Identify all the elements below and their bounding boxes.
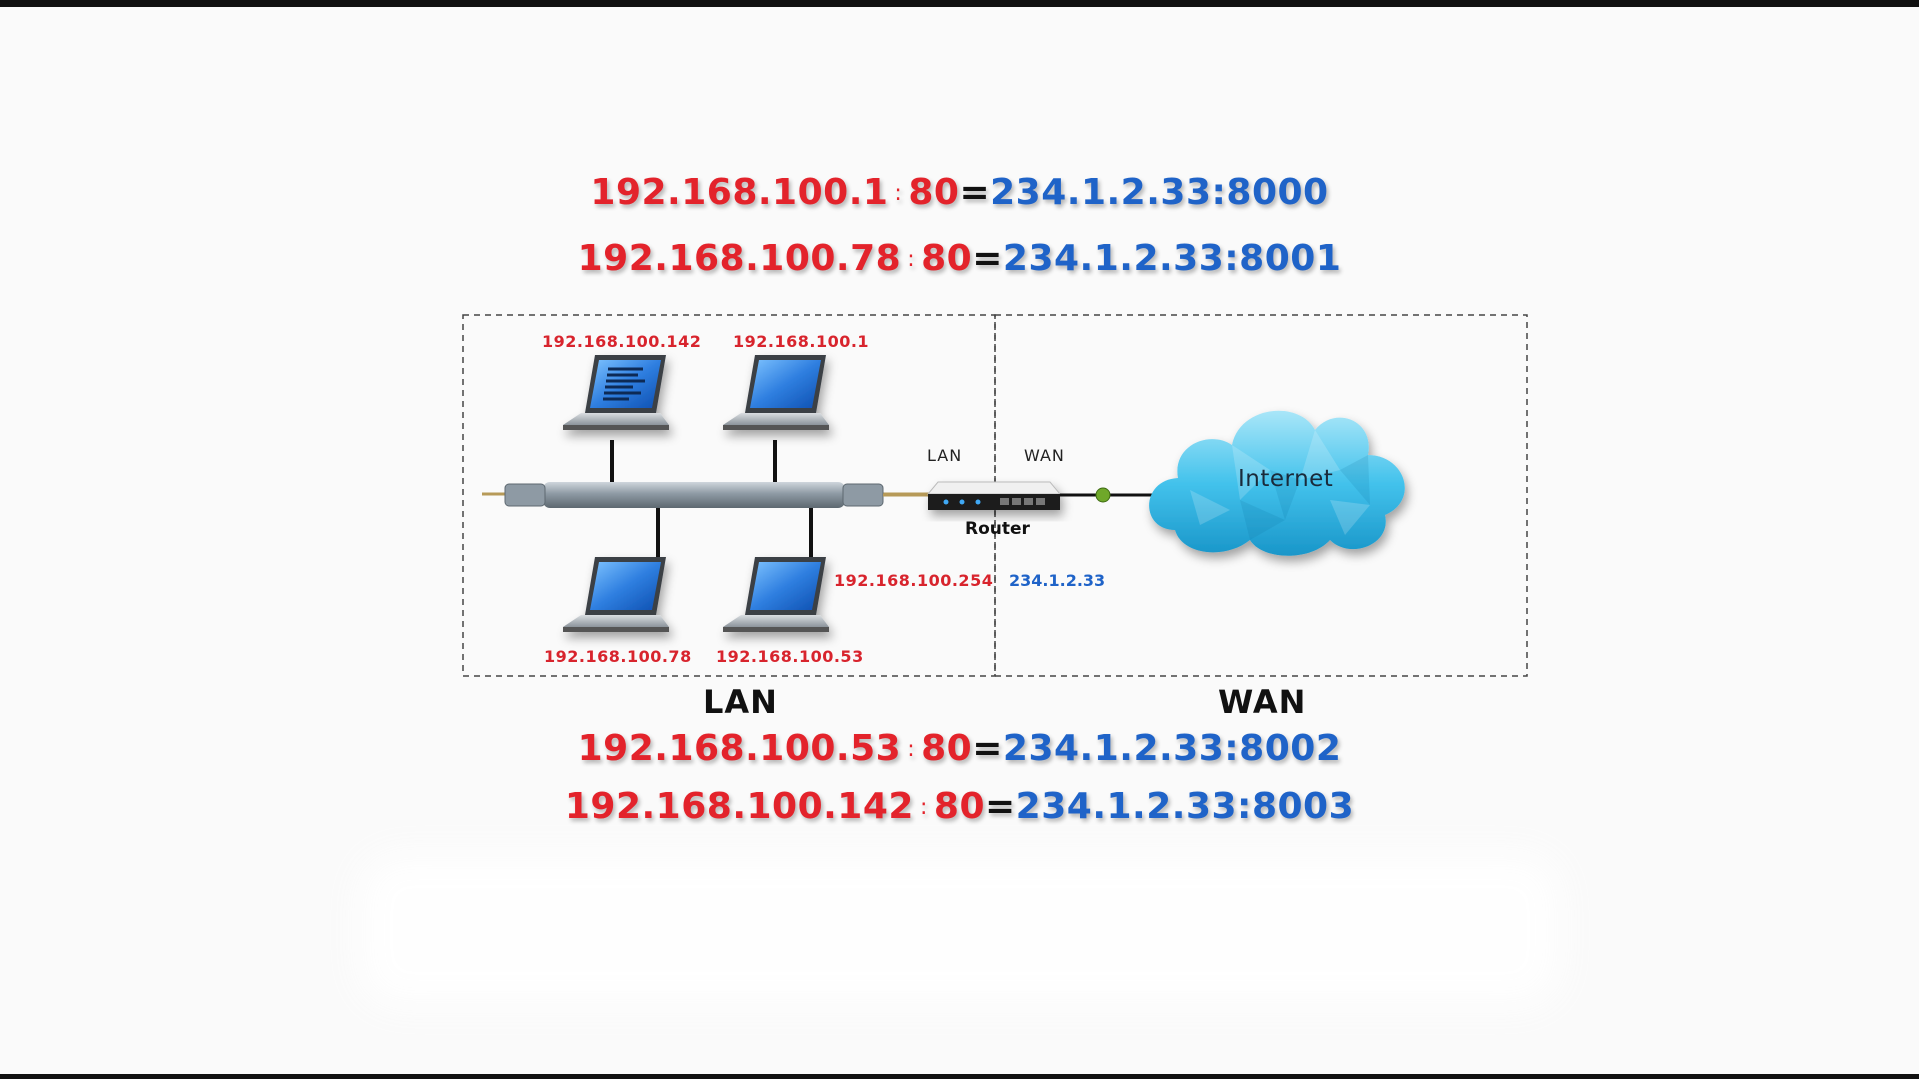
private-ip: 192.168.100.142 (564, 786, 914, 827)
separator: : (907, 247, 916, 272)
wan-link-node (1095, 487, 1111, 503)
bus-cable (504, 482, 884, 508)
host-ip-label: 192.168.100.142 (542, 332, 702, 351)
equals-sign: = (972, 238, 1003, 279)
equals-sign: = (972, 728, 1003, 769)
lan-region-box (462, 314, 996, 677)
router-wan-ip: 234.1.2.33 (1009, 571, 1106, 590)
internet-label: Internet (1238, 466, 1334, 492)
separator: : (919, 795, 928, 820)
port-mapping-row: 192.168.100.1:80=234.1.2.33:8000 (0, 172, 1919, 213)
wan-region-box (994, 314, 1528, 677)
public-endpoint: 234.1.2.33:8001 (1002, 238, 1342, 279)
laptop-icon (563, 557, 669, 632)
host-ip-label: 192.168.100.53 (716, 647, 864, 666)
router-icon (926, 481, 1062, 510)
private-port: 80 (933, 786, 985, 827)
laptop-icon (563, 355, 669, 430)
internet-cloud-icon (1149, 410, 1405, 556)
private-ip: 192.168.100.1 (590, 172, 889, 213)
laptop-icon (723, 557, 829, 632)
public-endpoint: 234.1.2.33:8002 (1002, 728, 1342, 769)
separator: : (907, 737, 916, 762)
white-glow-area (360, 855, 1560, 1005)
host-ip-label: 192.168.100.1 (733, 332, 870, 351)
port-mapping-row: 192.168.100.78:80=234.1.2.33:8001 (0, 238, 1919, 279)
top-letterbox-bar (0, 0, 1919, 7)
private-ip: 192.168.100.78 (577, 238, 902, 279)
router-wan-port-label: WAN (1024, 446, 1065, 465)
separator: : (894, 181, 903, 206)
private-port: 80 (908, 172, 960, 213)
router-label: Router (965, 519, 1030, 539)
laptop-icon (723, 355, 829, 430)
host-ip-label: 192.168.100.78 (544, 647, 692, 666)
public-endpoint: 234.1.2.33:8000 (990, 172, 1329, 213)
private-port: 80 (921, 238, 973, 279)
router-lan-port-label: LAN (927, 446, 963, 465)
port-mapping-row: 192.168.100.53:80=234.1.2.33:8002 (0, 728, 1919, 769)
private-ip: 192.168.100.53 (577, 728, 902, 769)
port-mapping-row: 192.168.100.142:80=234.1.2.33:8003 (0, 786, 1919, 827)
equals-sign: = (959, 172, 991, 213)
public-endpoint: 234.1.2.33:8003 (1015, 786, 1355, 827)
wan-region-label: WAN (1218, 683, 1307, 721)
lan-region-label: LAN (703, 683, 778, 721)
equals-sign: = (985, 786, 1016, 827)
bottom-letterbox-bar (0, 1074, 1919, 1079)
router-lan-ip: 192.168.100.254 (834, 571, 994, 590)
private-port: 80 (921, 728, 973, 769)
